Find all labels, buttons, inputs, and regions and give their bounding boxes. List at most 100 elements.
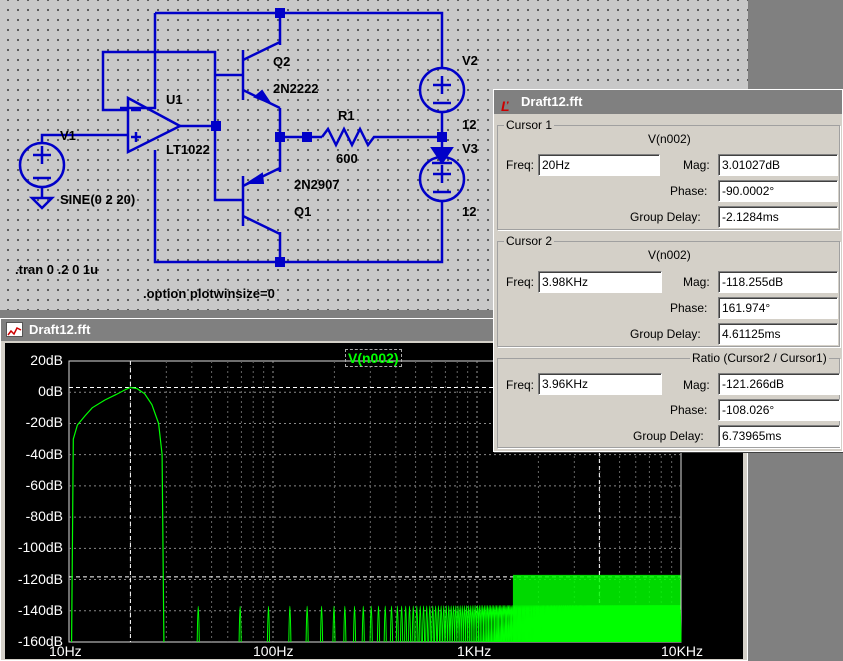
trace-sidelobe [389, 605, 394, 643]
cursor-dialog-titlebar[interactable]: Ľ Draft12.fft [494, 90, 842, 114]
cursor-dialog-title: Draft12.fft [521, 94, 583, 109]
trace-sidelobe [395, 605, 399, 643]
trace-label-v-n002[interactable]: V(n002) [345, 349, 402, 367]
y-tick-label: -100dB [17, 539, 63, 556]
plot-frame [68, 360, 682, 643]
trace-sidelobe [428, 605, 432, 643]
waveform-icon [6, 322, 23, 337]
trace-sidelobe [400, 605, 404, 643]
cursor1-gd-field[interactable]: -2.1284ms [718, 206, 838, 228]
cursor1-phase-label: Phase: [670, 184, 708, 198]
tran-directive[interactable]: .tran 0 .2 0 1u [15, 262, 99, 277]
y-tick-label: -20dB [25, 414, 63, 431]
x-tick-label: 1KHz [457, 643, 492, 659]
trace-sidelobe [369, 605, 373, 643]
trace-sidelobe [439, 605, 443, 643]
ratio-caption: Ratio (Cursor2 / Cursor1) [690, 351, 829, 365]
trace-sidelobe [238, 605, 242, 643]
trace-dense-region [512, 574, 681, 642]
ratio-phase-label: Phase: [670, 403, 708, 417]
ratio-freq-field[interactable]: 3.96KHz [538, 373, 662, 395]
trace-sidelobe [266, 605, 270, 643]
trace-sidelobe [425, 605, 429, 643]
trace-sidelobe [288, 605, 292, 643]
trace-sidelobe [436, 605, 440, 643]
q1-ref-label: Q1 [294, 204, 312, 219]
trace-sidelobe [422, 605, 426, 643]
cursor2-signal: V(n002) [648, 248, 691, 262]
q2-ref-label: Q2 [273, 54, 291, 69]
trace-sidelobe [408, 605, 412, 643]
x-tick-label: 10Hz [49, 643, 82, 659]
trace-sidelobe [415, 605, 419, 643]
cursor1-freq-field[interactable]: 20Hz [538, 154, 660, 176]
y-tick-label: -40dB [25, 445, 63, 462]
ltspice-logo-icon: Ľ [501, 98, 510, 114]
u1-model-label: LT1022 [166, 142, 210, 157]
cursor1-mag-label: Mag: [683, 158, 710, 172]
trace-sidelobe [447, 605, 451, 643]
y-tick-label: -140dB [17, 601, 63, 618]
cursor2-gd-field[interactable]: 4.61125ms [718, 323, 838, 345]
cursor2-group: Cursor 2 V(n002) Freq: 3.98KHz Mag: -118… [497, 234, 840, 347]
ratio-freq-label: Freq: [506, 378, 535, 392]
ratio-group: Ratio (Cursor2 / Cursor1) Freq: 3.96KHz … [497, 351, 840, 448]
v2-value-label: 12 [462, 117, 477, 132]
trace-sidelobe [454, 605, 458, 643]
trace-sidelobe [444, 605, 448, 643]
trace-sidelobe [411, 605, 415, 643]
cursor1-phase-field[interactable]: -90.0002° [718, 180, 838, 202]
option-directive[interactable]: .option plotwinsize=0 [143, 286, 275, 301]
v2-ref-label: V2 [462, 53, 478, 68]
v3-ref-label: V3 [462, 141, 478, 156]
trace-sidelobe [196, 605, 200, 643]
cursor2-freq-field[interactable]: 3.98KHz [538, 271, 662, 293]
cursor2-freq-label: Freq: [506, 275, 535, 289]
cursor1-mag-field[interactable]: 3.01027dB [718, 154, 838, 176]
cursor1-caption: Cursor 1 [504, 118, 555, 132]
ratio-mag-field[interactable]: -121.266dB [718, 373, 840, 395]
trace-sidelobe [431, 605, 435, 643]
v1-value-label: SINE(0 2 20) [60, 192, 136, 207]
ratio-phase-field[interactable]: -108.026° [718, 399, 840, 421]
trace-sidelobe [320, 605, 324, 643]
cursor1-group: Cursor 1 V(n002) Freq: 20Hz Mag: 3.01027… [497, 118, 840, 230]
y-tick-label: -160dB [17, 633, 63, 649]
trace-main-lobe [71, 386, 165, 643]
cursor1-signal: V(n002) [648, 132, 691, 146]
x-tick-label: 10KHz [661, 643, 704, 659]
r1-ref-label: R1 [338, 108, 355, 123]
trace-sidelobe [434, 605, 438, 643]
trace-sidelobe [343, 605, 347, 643]
trace-sidelobe [353, 605, 357, 643]
cursor2-phase-field[interactable]: 161.974° [718, 297, 838, 319]
y-tick-label: -80dB [25, 508, 63, 525]
trace-sidelobe [451, 605, 456, 643]
trace-sidelobe [442, 605, 446, 643]
cursor1-gd-label: Group Delay: [630, 210, 701, 224]
cursor2-caption: Cursor 2 [504, 234, 555, 248]
u1-ref-label: U1 [166, 92, 183, 107]
v3-value-label: 12 [462, 204, 477, 219]
q2-model-label: 2N2222 [273, 81, 319, 96]
x-tick-label: 100Hz [253, 643, 294, 659]
ratio-gd-field[interactable]: 6.73965ms [718, 425, 840, 447]
cursor2-gd-label: Group Delay: [630, 327, 701, 341]
y-tick-label: -60dB [25, 476, 63, 493]
trace-sidelobe [383, 605, 387, 643]
y-tick-label: -120dB [17, 570, 63, 587]
trace-sidelobe [449, 605, 453, 643]
trace-sidelobe [376, 605, 381, 643]
trace-sidelobe [404, 605, 408, 643]
ratio-gd-label: Group Delay: [633, 429, 704, 443]
schematic-wires [18, 8, 466, 267]
trace-sidelobe [418, 605, 422, 643]
r1-value-label: 600 [336, 151, 358, 166]
q1-model-label: 2N2907 [294, 177, 340, 192]
cursor2-mag-field[interactable]: -118.255dB [718, 271, 838, 293]
cursor2-phase-label: Phase: [670, 301, 708, 315]
cursor2-mag-label: Mag: [683, 275, 710, 289]
ratio-mag-label: Mag: [683, 378, 710, 392]
